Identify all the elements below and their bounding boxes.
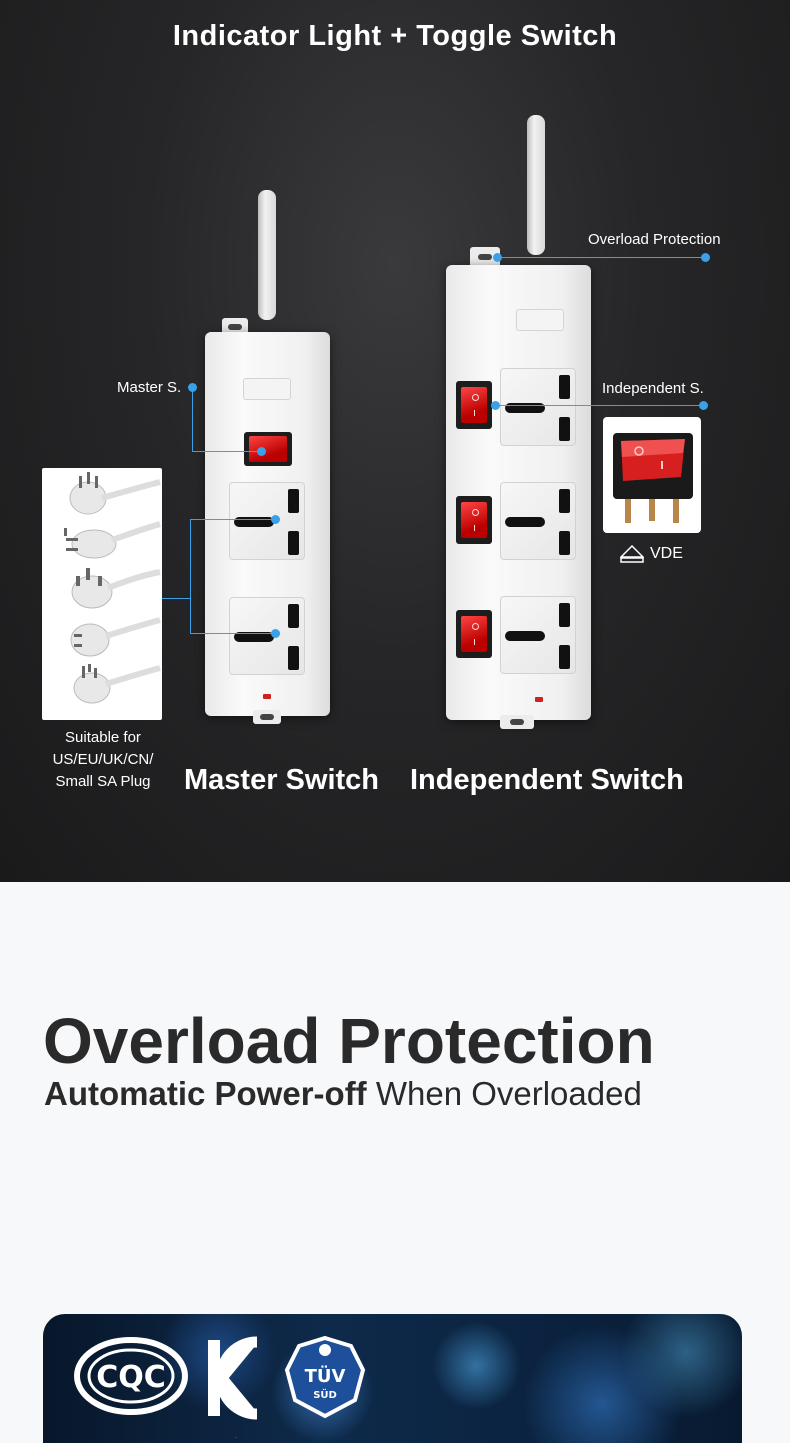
master-dot (188, 383, 197, 392)
master-top-tab (222, 318, 248, 336)
overload-subtitle: Automatic Power-off When Overloaded (44, 1075, 642, 1112)
cqc-logo: CQC (74, 1337, 188, 1415)
plug-line-v (190, 519, 191, 634)
brand-emboss (243, 378, 291, 400)
independent-switch-3[interactable] (456, 610, 492, 658)
independent-switch-1[interactable] (456, 381, 492, 429)
master-indicator-led (263, 694, 271, 699)
independent-cord (527, 115, 545, 255)
independent-switch-caption: Independent Switch (410, 764, 684, 796)
hero-section: Indicator Light + Toggle Switch (0, 0, 790, 882)
master-switch-caption: Master Switch (184, 764, 379, 796)
socket2-dot (271, 629, 280, 638)
tuv-logo: TÜV SÜD (284, 1335, 366, 1419)
certification-banner: CQC KC TÜV SÜD (43, 1314, 742, 1443)
independent-switch-2[interactable] (456, 496, 492, 544)
independent-top-tab (470, 247, 500, 267)
svg-text:TÜV: TÜV (305, 1365, 346, 1387)
master-toggle-switch[interactable] (244, 432, 292, 466)
brand-emboss (516, 309, 564, 331)
hero-title: Indicator Light + Toggle Switch (172, 20, 618, 52)
overload-callout: Overload Protection (588, 231, 721, 248)
independent-bottom-tab (500, 715, 534, 729)
switch-rocker (461, 616, 487, 652)
independent-power-strip (446, 265, 591, 720)
svg-text:KC: KC (235, 1437, 237, 1439)
cert-logos: CQC KC TÜV SÜD (74, 1335, 366, 1439)
plug-types-illustration (64, 472, 161, 704)
plug-compat-label: Suitable for US/EU/UK/CN/ Small SA Plug (52, 729, 154, 790)
master-cord (258, 190, 276, 320)
switch-rocker (461, 387, 487, 423)
independent-indicator-led (535, 697, 543, 702)
overload-end-dot (701, 253, 710, 262)
plug-types-card (42, 468, 162, 720)
independent-line (496, 405, 706, 406)
master-callout: Master S. (117, 379, 182, 396)
master-switch-dot (257, 447, 266, 456)
master-line-h (192, 451, 262, 452)
svg-text:SÜD: SÜD (313, 1387, 337, 1401)
vde-triangle-icon (620, 545, 644, 563)
overload-dot (493, 253, 502, 262)
master-switch-rocker (249, 436, 287, 462)
plug-line-h (149, 598, 191, 599)
plug-line-top (190, 519, 276, 520)
master-power-strip (205, 332, 330, 716)
independent-socket-2 (500, 482, 576, 560)
svg-text:CQC: CQC (96, 1360, 166, 1395)
overload-line (498, 257, 706, 258)
master-socket-1 (229, 482, 305, 560)
independent-end-dot (699, 401, 708, 410)
master-socket-2 (229, 597, 305, 675)
independent-socket-3 (500, 596, 576, 674)
vde-label: VDE (650, 545, 683, 562)
independent-callout: Independent S. (602, 380, 704, 397)
independent-dot (491, 401, 500, 410)
socket1-dot (271, 515, 280, 524)
master-line-v (192, 388, 193, 452)
master-bottom-tab (253, 710, 281, 724)
plug-line-bottom (190, 633, 276, 634)
kc-logo: KC (208, 1336, 258, 1439)
overload-title: Overload Protection (43, 1005, 655, 1077)
rocker-switch-illustration (613, 433, 693, 523)
vde-mark: VDE (620, 545, 683, 563)
rocker-switch-card (603, 417, 701, 533)
switch-rocker (461, 502, 487, 538)
independent-socket-1 (500, 368, 576, 446)
